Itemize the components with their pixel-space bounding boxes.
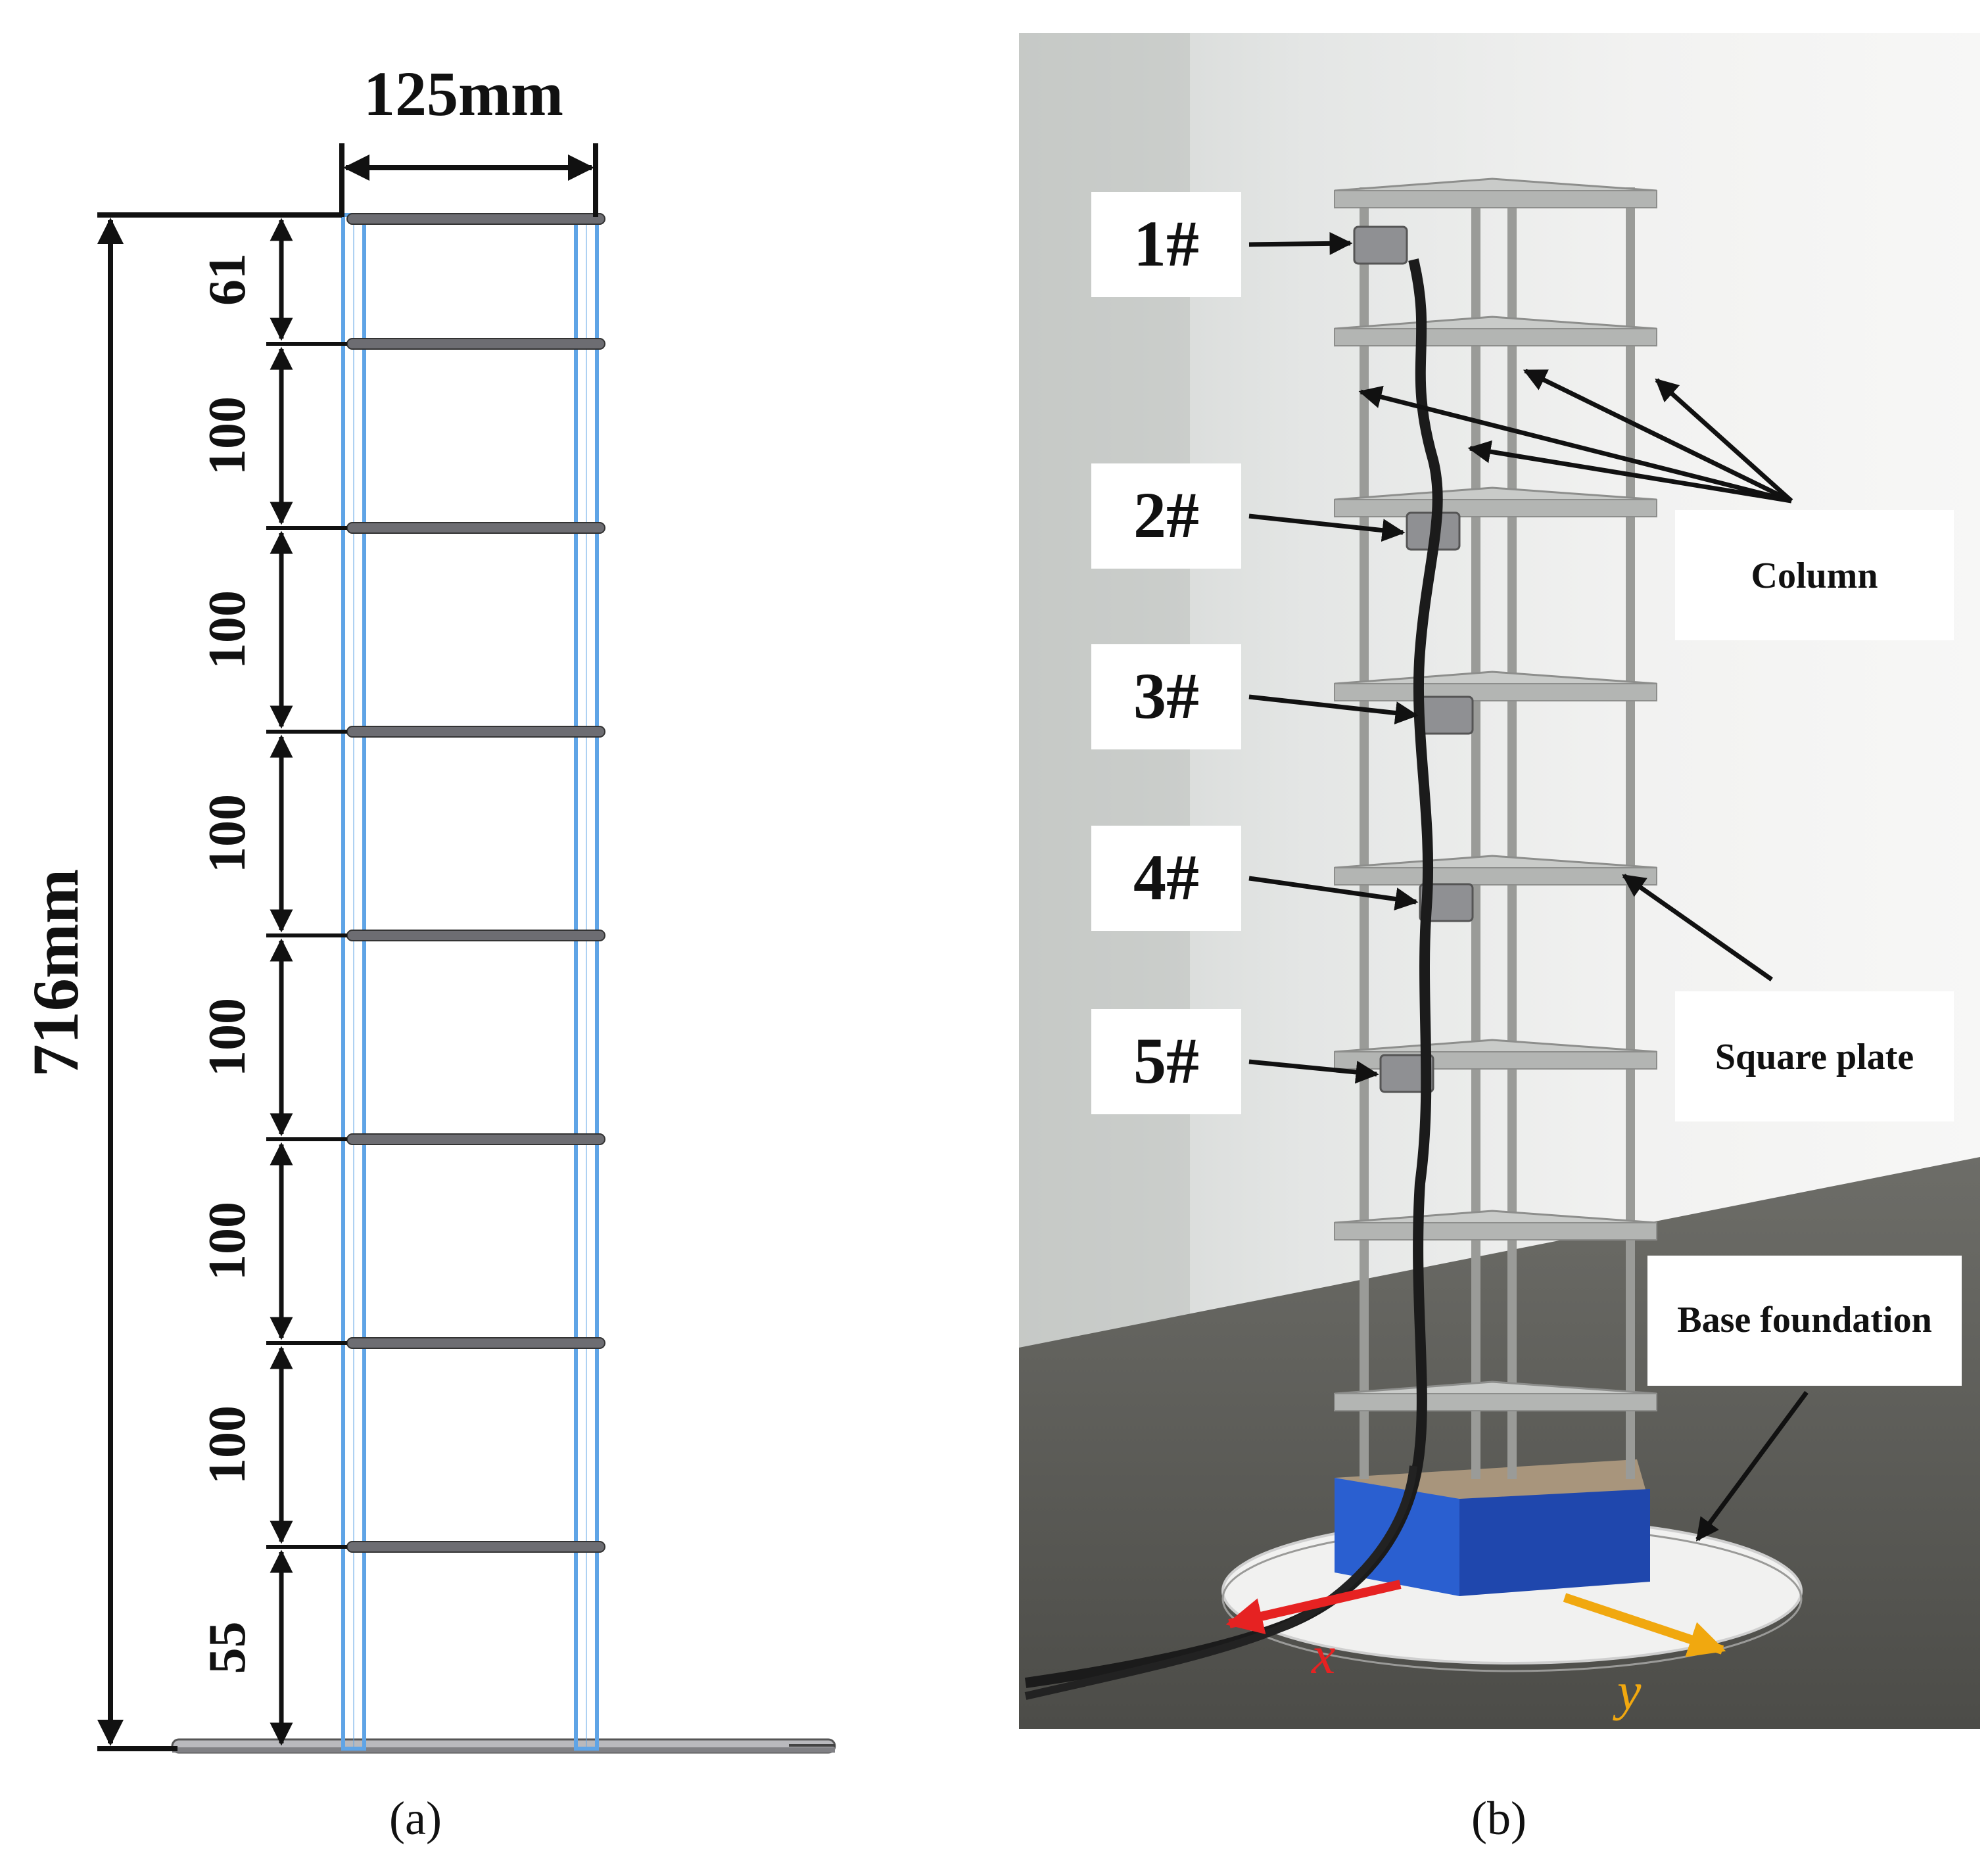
photo-plate-edge	[1334, 499, 1657, 517]
photo-column	[1507, 187, 1517, 1479]
panel-b-caption: (b)	[1471, 1792, 1526, 1845]
accelerometer-sensor	[1419, 696, 1474, 735]
sensor-label: 2#	[1133, 479, 1199, 552]
photo-plate-edge	[1334, 1222, 1657, 1240]
floor-plate	[346, 726, 605, 738]
photo-plate-edge	[1334, 190, 1657, 208]
floor-plate	[346, 522, 605, 534]
accelerometer-sensor	[1379, 1054, 1434, 1093]
sensor-label: 1#	[1133, 207, 1199, 280]
plate-callout-text: Square plate	[1715, 1037, 1914, 1077]
column-callout-box	[1675, 510, 1954, 640]
column-callout-arrow-4	[1655, 378, 1793, 503]
sensor-cable-2	[1024, 1465, 1417, 1700]
sensor-label-arrow	[1248, 694, 1419, 724]
story-height-label: 61	[199, 253, 256, 306]
panel-a-drawing: 125mm 716mm 61 100 100 100 100 100 100 55 (a)	[19, 59, 836, 1845]
sensor-label-arrow	[1248, 876, 1419, 910]
photo-sensors-group	[1353, 225, 1474, 1093]
floor-plate	[346, 338, 605, 350]
photo-plate-edge	[1334, 683, 1657, 701]
sensor-label-arrow	[1248, 231, 1353, 255]
base-disk-shadow	[172, 1747, 835, 1753]
floor-plate	[346, 213, 605, 225]
sensor-label-box	[1091, 644, 1241, 749]
y-axis-label: y	[1613, 1661, 1642, 1721]
photo-plate-edge	[1334, 1393, 1657, 1411]
photo-plate-edge	[1334, 867, 1657, 885]
column-callout-arrow-3	[1523, 368, 1793, 504]
sensor-label-box	[1091, 1009, 1241, 1114]
story-height-label: 100	[199, 998, 256, 1077]
story-height-label: 100	[199, 1405, 256, 1484]
story-height-label: 55	[199, 1622, 256, 1674]
story-height-label: 100	[199, 590, 256, 669]
panel-b-photo: x y 1# 2# 3# 4# 5# Column Square plate Base …	[1019, 33, 1980, 1845]
plate-callout-box	[1675, 991, 1954, 1121]
width-label: 125mm	[364, 59, 563, 129]
column-callout-arrow-2	[1467, 440, 1792, 504]
x-axis-label: x	[1311, 1625, 1335, 1685]
sensor-label-box	[1091, 192, 1241, 297]
plates-group	[346, 213, 605, 1553]
height-label: 716mm	[19, 869, 92, 1077]
x-axis-arrow	[1225, 1580, 1402, 1634]
story-height-label: 100	[199, 794, 256, 873]
story-height-label: 100	[199, 1202, 256, 1281]
floor-plate	[346, 930, 605, 941]
story-dimensions-group: 61 100 100 100 100 100 100 55	[199, 218, 347, 1746]
photo-plate-edge	[1334, 328, 1657, 346]
sensor-label-arrow	[1248, 1059, 1379, 1084]
floor-plate	[346, 1337, 605, 1349]
column-callout-text: Column	[1751, 555, 1878, 596]
base-callout-arrow	[1695, 1390, 1809, 1542]
story-height-label: 100	[199, 396, 256, 475]
base-block-side	[1459, 1489, 1650, 1596]
accelerometer-sensor	[1353, 225, 1408, 265]
sensor-label: 5#	[1133, 1024, 1199, 1097]
sensor-labels-group: 1# 2# 3# 4# 5#	[1091, 192, 1419, 1114]
base-callout-text: Base foundation	[1677, 1300, 1931, 1340]
column-callout-arrow-1	[1358, 385, 1792, 504]
panel-a-caption: (a)	[389, 1792, 442, 1845]
photo-column	[1471, 187, 1480, 1479]
sensor-label: 4#	[1133, 841, 1199, 914]
floor-plate	[346, 1541, 605, 1553]
accelerometer-sensor	[1419, 883, 1474, 922]
y-axis-arrow	[1563, 1593, 1726, 1657]
photo-column	[1626, 187, 1635, 1479]
sensor-label: 3#	[1133, 659, 1199, 732]
columns-group	[341, 213, 599, 1751]
sensor-label-box	[1091, 826, 1241, 931]
floor-plate	[346, 1133, 605, 1145]
photo-column	[1360, 187, 1369, 1479]
plate-callout-arrow	[1622, 874, 1774, 981]
base-callout-box	[1647, 1256, 1962, 1386]
sensor-label-box	[1091, 463, 1241, 569]
sensor-label-arrow	[1248, 513, 1406, 542]
